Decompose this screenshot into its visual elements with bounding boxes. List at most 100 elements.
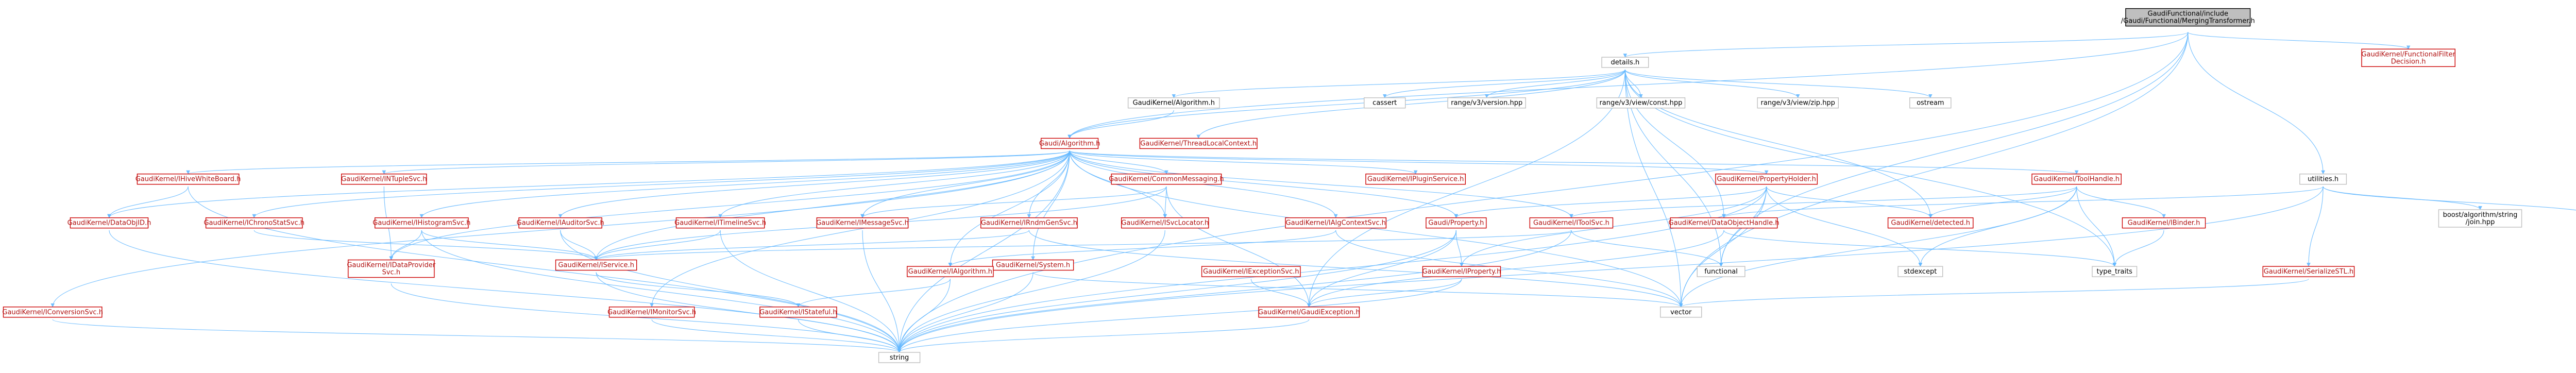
node-irndmgensvc[interactable]: GaudiKernel/IRndmGenSvc.h [980, 217, 1078, 229]
node-itooltsvc[interactable]: GaudiKernel/IToolSvc.h [1529, 217, 1614, 229]
node-threadlocal[interactable]: GaudiKernel/ThreadLocalContext.h [1139, 138, 1258, 149]
node-isystem[interactable]: GaudiKernel/System.h [992, 259, 1074, 271]
node-serializestl[interactable]: GaudiKernel/SerializeSTL.h [2262, 266, 2355, 277]
node-toolhandle[interactable]: GaudiKernel/ToolHandle.h [2031, 173, 2122, 185]
node-iexceptionsvc[interactable]: GaudiKernel/IExceptionSvc.h [1201, 266, 1301, 277]
node-iservice[interactable]: GaudiKernel/IService.h [555, 259, 637, 271]
node-rangev3const[interactable]: range/v3/view/const.hpp [1596, 97, 1686, 109]
edge-gaudialgorithm-to-itimelinesvc [718, 150, 1070, 218]
node-intuplesvc[interactable]: GaudiKernel/INTupleSvc.h [341, 173, 427, 185]
node-ibinder[interactable]: GaudiKernel/IBinder.h [2122, 217, 2206, 229]
node-functional[interactable]: functional [1697, 266, 1745, 277]
edge-itimelinesvc-to-string [720, 230, 902, 353]
edge-commonmessaging-to-gaudiexception [1166, 186, 1311, 308]
edge-details-to-rangev3version [1484, 70, 1625, 98]
node-imessagesvc[interactable]: GaudiKernel/IMessageSvc.h [816, 217, 909, 229]
edge-dataobjecthandle-to-typetraits [1723, 230, 2116, 267]
edge-gaudiexception-to-string [897, 319, 1310, 353]
node-cassert[interactable]: cassert [1364, 97, 1406, 109]
node-gaudialgorithm[interactable]: Gaudi/Algorithm.h [1039, 138, 1100, 149]
node-gaudiproperty[interactable]: Gaudi/Property.h [1426, 217, 1487, 229]
node-itimelinesvc[interactable]: GaudiKernel/ITimelineSvc.h [674, 217, 766, 229]
node-label: GaudiKernel/System.h [996, 262, 1070, 269]
edge-line [650, 150, 1070, 308]
edge-gaudialgorithm-to-string [897, 150, 1070, 353]
node-box [1887, 217, 1974, 229]
node-details[interactable]: details.h [1601, 57, 1649, 68]
edge-line [1032, 272, 1683, 308]
node-label: GaudiKernel/IMonitorSvc.h [607, 309, 696, 316]
node-box [2031, 173, 2122, 185]
node-root[interactable]: GaudiFunctional/include/Gaudi/Functional… [2121, 8, 2255, 27]
node-typetraits[interactable]: type_traits [2092, 266, 2138, 277]
edge-propertyholder-to-iproperty [1460, 186, 1767, 267]
node-iproperty[interactable]: GaudiKernel/IProperty.h [1422, 266, 1501, 277]
edge-line [382, 150, 1070, 175]
node-box [1111, 173, 1222, 185]
edge-toolhandle-to-vector [1679, 186, 2077, 308]
edge-line [897, 279, 1462, 353]
node-boostalgo[interactable]: boost/algorithm/string/join.hpp [2438, 209, 2522, 228]
node-iconversionsvc[interactable]: GaudiKernel/IConversionSvc.h [2, 307, 103, 318]
node-box [1601, 57, 1649, 68]
node-label: range/v3/view/zip.hpp [1761, 99, 1835, 107]
edge-line [107, 150, 1070, 218]
edge-ialgcontextsvc-to-ialgorithm2 [948, 230, 1336, 267]
edge-line [948, 150, 1070, 267]
node-utilities[interactable]: utilities.h [2299, 173, 2347, 185]
edge-line [1307, 230, 1456, 308]
node-istateful[interactable]: GaudiKernel/IStateful.h [759, 307, 837, 318]
node-ichronostatsvc[interactable]: GaudiKernel/IChronoStatSvc.h [204, 217, 304, 229]
edge-gaudialgorithm-to-dataobjid [107, 150, 1070, 218]
node-detected[interactable]: GaudiKernel/detected.h [1887, 217, 1974, 229]
node-dataobjid[interactable]: GaudiKernel/DataObjID.h [67, 217, 151, 229]
node-iauditorsvc[interactable]: GaudiKernel/IAuditorSvc.h [517, 217, 604, 229]
node-stdexcept[interactable]: stdexcept [1897, 266, 1943, 277]
node-ihistogramsvc[interactable]: GaudiKernel/IHistogramSvc.h [372, 217, 470, 229]
edge-ialgcontextsvc-to-vector [1335, 230, 1683, 308]
node-label: /Gaudi/Functional/MergingTransformer.h [2121, 18, 2255, 25]
edge-line [1067, 110, 1174, 139]
edge-line [1569, 186, 2077, 218]
node-ostream[interactable]: ostream [1909, 97, 1952, 109]
node-label: string [890, 354, 909, 362]
edge-iauditorsvc-to-string [560, 230, 902, 353]
node-rangev3zip[interactable]: range/v3/view/zip.hpp [1757, 97, 1839, 109]
node-ialgorithm_h[interactable]: GaudiKernel/Algorithm.h [1127, 97, 1220, 109]
node-rangev3version[interactable]: range/v3/version.hpp [1447, 97, 1526, 109]
node-dataobjecthandle[interactable]: GaudiKernel/DataObjectHandle.h [1669, 217, 1780, 229]
node-box [675, 217, 765, 229]
edge-utilities-to-dataobjecthandle [1722, 186, 2324, 218]
node-string[interactable]: string [878, 352, 921, 363]
node-iplugin[interactable]: GaudiKernel/IPluginService.h [1365, 173, 1466, 185]
node-vector[interactable]: vector [1660, 307, 1702, 318]
node-isvclocator[interactable]: GaudiKernel/ISvcLocator.h [1121, 217, 1209, 229]
node-ihivewhiteboard[interactable]: GaudiKernel/IHiveWhiteBoard.h [135, 173, 241, 185]
edge-line [1028, 230, 1683, 308]
edge-line [796, 279, 951, 308]
edge-line [594, 150, 1070, 261]
node-commonmessaging[interactable]: GaudiKernel/CommonMessaging.h [1109, 173, 1224, 185]
edge-root-to-details [1623, 32, 2189, 58]
edge-line [1571, 230, 1723, 267]
edge-line [1928, 186, 2077, 218]
node-imonitorsvc[interactable]: GaudiKernel/IMonitorSvc.h [607, 307, 696, 318]
edge-toolhandle-to-itooltsvc [1569, 186, 2077, 218]
node-gaudiexception[interactable]: GaudiKernel/GaudiException.h [1258, 307, 1360, 318]
node-ialgorithm2[interactable]: GaudiKernel/IAlgorithm.h [907, 266, 994, 277]
node-ialgcontextsvc[interactable]: GaudiKernel/IAlgContextSvc.h [1285, 217, 1387, 229]
node-label: details.h [1611, 59, 1640, 66]
edge-iservice-to-string [596, 272, 902, 353]
node-label: functional [1704, 268, 1738, 276]
node-propertyholder[interactable]: GaudiKernel/PropertyHolder.h [1715, 173, 1818, 185]
edge-gaudialgorithm-to-toolhandle [1069, 150, 2078, 175]
edge-line [897, 150, 1070, 353]
edge-line [1069, 150, 2078, 175]
edge-line [720, 230, 902, 353]
node-box [816, 217, 909, 229]
edge-line [897, 186, 2324, 353]
edge-line [1069, 150, 1769, 175]
